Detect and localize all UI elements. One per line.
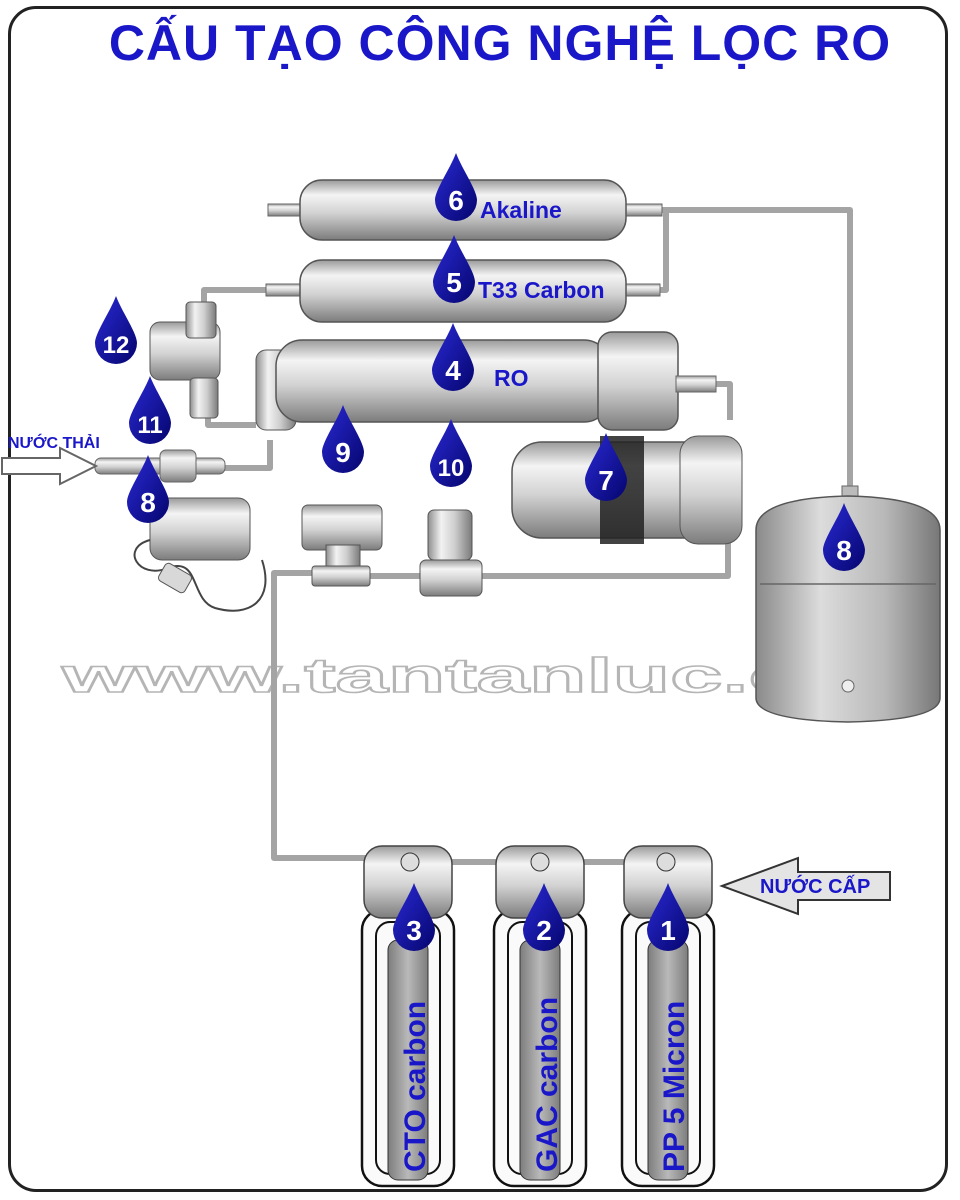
filter-housing-2 — [492, 845, 588, 1188]
cartridge-label-3: CTO carbon — [399, 1001, 432, 1172]
number-drop-8-tank-number: 8 — [836, 535, 852, 566]
number-drop-10-number: 10 — [438, 455, 465, 482]
number-drop-5-shape — [433, 235, 475, 303]
number-drop-1: 1 — [647, 883, 689, 951]
number-drop-4: 4 — [432, 323, 474, 391]
pipe-to-valve — [271, 570, 370, 861]
number-drop-1-number: 1 — [660, 915, 676, 946]
pressure-switch-9 — [301, 504, 383, 587]
number-drop-8-tank-shape — [823, 503, 865, 571]
number-drop-6-number: 6 — [448, 185, 464, 216]
number-drop-5-number: 5 — [446, 267, 462, 298]
drain-arrow: NƯỚC THẢI — [1, 433, 100, 486]
number-drop-7-shape — [585, 433, 627, 501]
inlet-arrow: NƯỚC CẤP — [719, 856, 891, 916]
power-adapter — [133, 497, 267, 612]
number-drop-3-shape — [393, 883, 435, 951]
pipe-ro-drain — [222, 440, 273, 471]
number-drop-5: 5 — [433, 235, 475, 303]
number-drop-2: 2 — [523, 883, 565, 951]
number-drop-11: 11 — [129, 376, 171, 444]
number-drop-9-shape — [322, 405, 364, 473]
check-valve-12 — [149, 301, 221, 419]
flow-restrictor-11 — [94, 449, 226, 483]
number-drop-1-shape — [647, 883, 689, 951]
number-drop-3: 3 — [393, 883, 435, 951]
number-drop-8-adapter: 8 — [127, 455, 169, 524]
number-drop-10-shape — [430, 419, 472, 487]
number-drop-3-number: 3 — [406, 915, 422, 946]
pipe-solenoid-pump — [480, 530, 731, 579]
solenoid-valve-10 — [419, 509, 483, 597]
number-drop-12-shape — [95, 296, 137, 364]
number-drop-11-number: 11 — [137, 412, 162, 439]
number-drop-11-shape — [129, 376, 171, 444]
ro-membrane-housing — [255, 331, 717, 431]
number-drop-12: 12 — [95, 296, 137, 364]
pipe-t33-akaline — [652, 210, 669, 293]
number-drop-6-shape — [435, 153, 477, 221]
pipe-pump-ro — [710, 381, 733, 420]
drain-label: NƯỚC THẢI — [8, 433, 100, 452]
number-drop-10: 10 — [430, 419, 472, 487]
pipe-network — [201, 207, 853, 865]
number-drop-9: 9 — [322, 405, 364, 473]
pressure-tank-8 — [755, 485, 941, 723]
inlet-label: NƯỚC CẤP — [760, 874, 870, 898]
number-drop-8-tank: 8 — [823, 503, 865, 571]
number-drop-4-number: 4 — [445, 355, 461, 386]
label-t33-carbon: T33 Carbon — [478, 277, 605, 303]
number-drop-9-number: 9 — [335, 437, 351, 468]
cartridge-label-1: PP 5 Micron — [658, 1001, 691, 1172]
booster-pump-7 — [511, 435, 743, 545]
cartridge-label-2: GAC carbon — [531, 997, 564, 1172]
pipe-akaline-tank — [658, 207, 853, 496]
number-drop-2-number: 2 — [536, 915, 552, 946]
number-drop-8-adapter-number: 8 — [140, 487, 156, 518]
label-akaline: Akaline — [480, 197, 562, 223]
number-drop-8-adapter-shape — [127, 455, 169, 524]
page-title: CẤU TẠO CÔNG NGHỆ LỌC RO — [108, 15, 892, 71]
label-ro: RO — [494, 365, 529, 391]
filter-housing-3 — [360, 845, 456, 1188]
number-drop-4-shape — [432, 323, 474, 391]
filter-housing-1 — [620, 845, 716, 1188]
number-drop-7: 7 — [585, 433, 627, 501]
number-drop-6: 6 — [435, 153, 477, 221]
number-drop-12-number: 12 — [103, 332, 130, 359]
number-drop-2-shape — [523, 883, 565, 951]
number-drop-7-number: 7 — [598, 465, 614, 496]
